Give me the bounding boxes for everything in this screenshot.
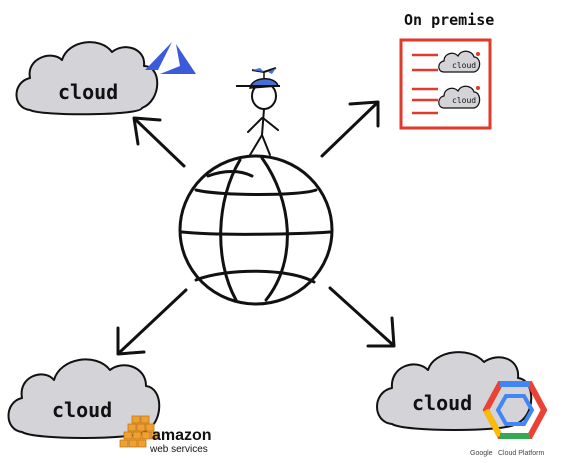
cloud-label: cloud <box>52 398 112 422</box>
cloud-label: cloud <box>412 391 472 415</box>
arrow-to-top-left <box>132 116 186 168</box>
on-premise-title: On premise <box>404 11 494 29</box>
stick-figure-icon <box>236 67 280 156</box>
on-premise-group: On premise cloud cloud <box>399 11 494 130</box>
cloud-label: cloud <box>58 80 118 104</box>
server-row-label: cloud <box>452 96 476 105</box>
aws-logo: amazon web services <box>119 415 212 455</box>
aws-wordmark: amazon <box>152 427 212 444</box>
cloud-bottom-right: cloud <box>376 351 533 431</box>
arrow-to-bottom-right <box>328 286 396 348</box>
gcp-brand: Google <box>470 450 493 457</box>
azure-logo <box>145 42 196 74</box>
server-row-2: cloud <box>412 85 481 115</box>
server-rack <box>399 38 492 130</box>
aws-subtitle: web services <box>149 444 208 455</box>
gcp-logo: Google Cloud Platform <box>470 381 548 457</box>
gcp-product: Cloud Platform <box>498 450 544 457</box>
arrow-to-bottom-left <box>116 288 188 356</box>
server-row-label: cloud <box>452 61 476 70</box>
globe-icon <box>178 154 334 306</box>
server-row-1: cloud <box>412 50 481 73</box>
cloud-top-left: cloud <box>15 41 159 116</box>
arrow-to-top-right <box>320 100 380 158</box>
